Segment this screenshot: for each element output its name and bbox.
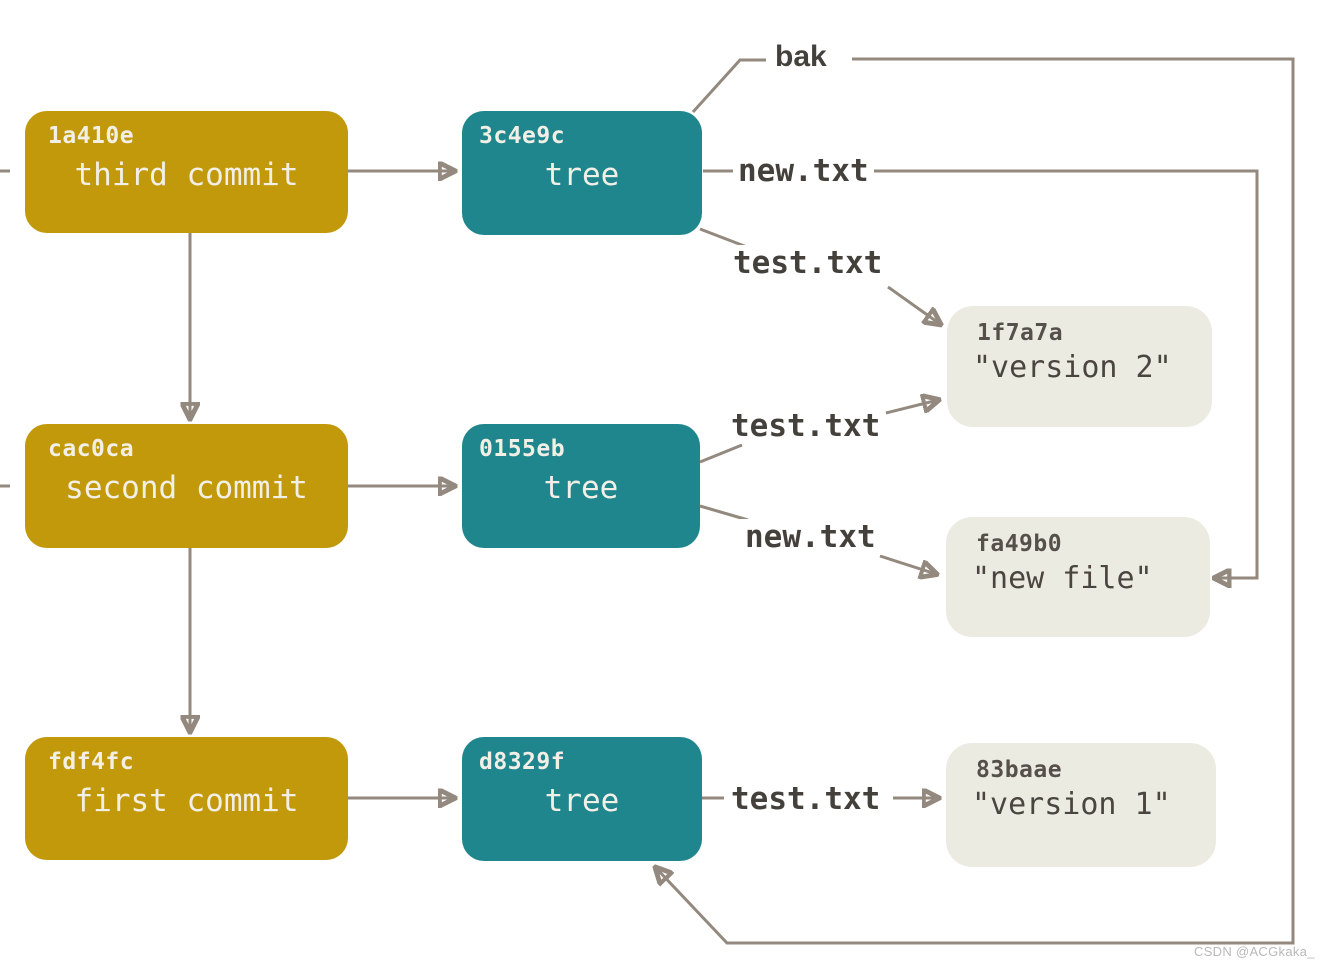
blob-node-fa49b0: fa49b0 "new file" (946, 517, 1210, 637)
edge-tree2-to-testtxt-label (699, 443, 743, 464)
blob-hash: fa49b0 (976, 531, 1063, 557)
tree-hash: d8329f (479, 749, 566, 775)
commit-label: first commit (74, 783, 299, 819)
blob-hash: 1f7a7a (977, 320, 1064, 346)
edge-tree1-newtxt-to-blob-fa49b0 (703, 169, 1259, 578)
edge-newtxt-row2-to-blob-fa49b0 (879, 554, 936, 574)
edge-testtxt-row2-to-blob-1f7a7a (885, 400, 938, 415)
blob-label: "version 1" (972, 787, 1171, 822)
branch-label-bak: bak (770, 39, 832, 74)
blob-label: "version 2" (973, 350, 1172, 385)
file-label-new-txt-row2: new.txt (740, 519, 881, 556)
commit-label: second commit (65, 470, 308, 506)
commit-hash: 1a410e (48, 123, 135, 149)
tree-label: tree (544, 783, 620, 819)
tree-hash: 0155eb (479, 436, 566, 462)
edge-testtxt-row1-to-blob-1f7a7a (887, 285, 940, 324)
tree-label: tree (543, 470, 619, 506)
blob-label: "new file" (972, 561, 1153, 596)
commit-hash: fdf4fc (48, 749, 135, 775)
commit-node-first: fdf4fc first commit (25, 737, 348, 860)
edge-bak-to-tree-d8329f (656, 57, 1295, 945)
blob-hash: 83baae (976, 757, 1063, 783)
blob-node-83baae: 83baae "version 1" (946, 743, 1216, 867)
tree-node-3c4e9c: 3c4e9c tree (462, 111, 702, 235)
file-label-test-txt-row3: test.txt (726, 781, 886, 818)
blob-node-1f7a7a: 1f7a7a "version 2" (947, 306, 1212, 427)
commit-hash: cac0ca (48, 436, 135, 462)
tree-node-d8329f: d8329f tree (462, 737, 702, 861)
commit-label: third commit (74, 157, 299, 193)
tree-hash: 3c4e9c (479, 123, 566, 149)
tree-node-0155eb: 0155eb tree (462, 424, 700, 548)
file-label-new-txt-row1: new.txt (733, 153, 874, 190)
commit-node-third: 1a410e third commit (25, 111, 348, 233)
file-label-test-txt-row1: test.txt (728, 245, 888, 282)
file-label-test-txt-row2: test.txt (726, 408, 886, 445)
commit-node-second: cac0ca second commit (25, 424, 348, 548)
edge-tree1-to-bak-label (691, 58, 766, 114)
edge-tree2-to-newtxt-label (699, 504, 749, 522)
csdn-watermark: CSDN @ACGkaka_ (1194, 944, 1315, 959)
tree-label: tree (544, 157, 620, 193)
